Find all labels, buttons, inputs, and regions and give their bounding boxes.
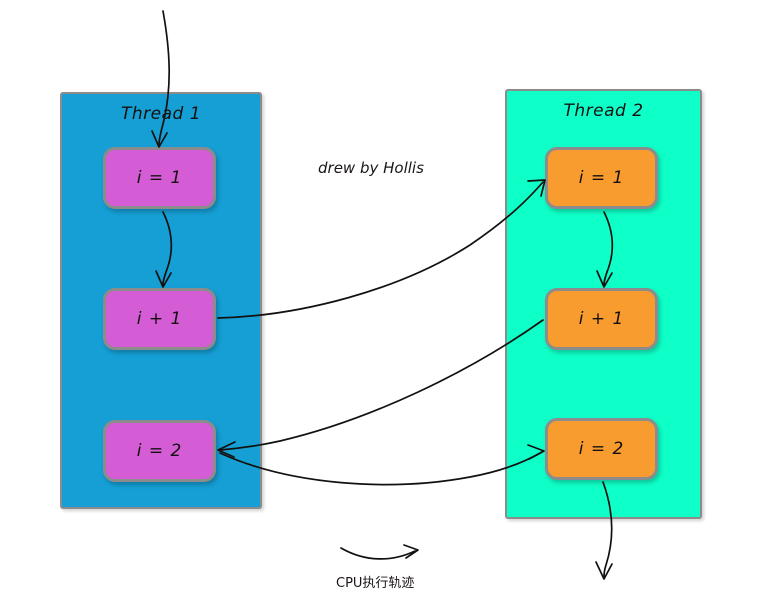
cross-arrow-t2step2-to-t1step3 (217, 319, 544, 458)
thread-1-title: Thread 1 (120, 104, 202, 124)
cross-arrow-t1step3-to-t2step3 (219, 444, 545, 486)
thread-2-step-2[interactable]: i + 1 (545, 288, 658, 350)
thread-1-step-1[interactable]: i = 1 (103, 147, 216, 209)
thread-2-title: Thread 2 (563, 101, 644, 121)
thread-1-step-3[interactable]: i = 2 (103, 420, 216, 482)
thread-1-step-2[interactable]: i + 1 (103, 288, 216, 350)
credit-label: drew by Hollis (318, 159, 424, 177)
thread-2-step-1[interactable]: i = 1 (545, 147, 658, 209)
legend-label: CPU执行轨迹 (336, 576, 415, 591)
thread-2-step-3[interactable]: i = 2 (545, 418, 658, 480)
cross-arrow-t1step2-to-t2step1 (217, 179, 546, 319)
legend-arrow (340, 544, 419, 560)
